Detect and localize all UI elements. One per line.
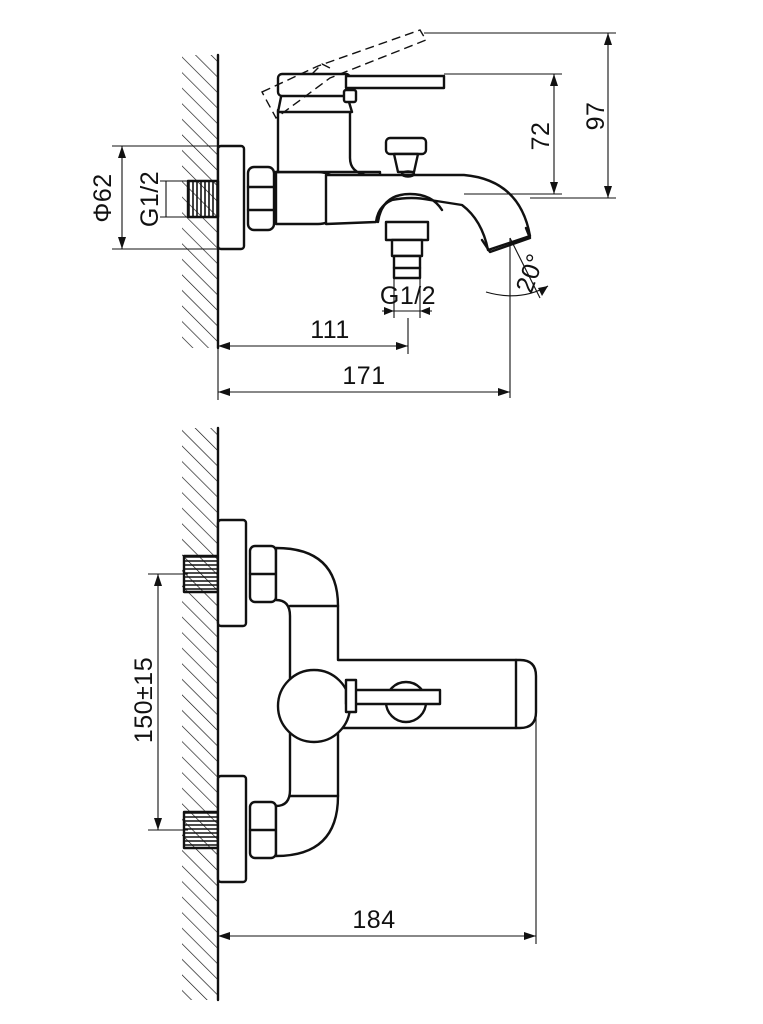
dim-depth-171-label: 171 xyxy=(342,362,385,390)
wall-hatch-bottom xyxy=(182,426,220,1002)
outlet-connector-side xyxy=(384,220,430,280)
dim-depth-111-label: 111 xyxy=(310,316,350,344)
cartridge-cap xyxy=(276,668,352,744)
diverter-knob-side xyxy=(384,136,428,178)
dim-depth-171: 171 xyxy=(218,318,511,398)
dim-height-72: 72 xyxy=(444,73,562,195)
wall-flange-top xyxy=(216,144,246,251)
lever-swing-dashed xyxy=(261,29,428,120)
dim-spacing-label: 150±15 xyxy=(130,657,158,743)
dim-length-184-label: 184 xyxy=(352,906,395,934)
front-view: 150±15 184 xyxy=(130,426,538,1002)
dim-inlet-thread-label: G1/2 xyxy=(136,171,164,227)
dim-angle-20: 20° xyxy=(485,237,550,318)
dim-height-72-label: 72 xyxy=(527,122,555,151)
lever-handle-plan xyxy=(344,678,442,714)
dim-diameter-62: Φ62 xyxy=(89,145,218,250)
dim-outlet-thread-label: G1/2 xyxy=(380,282,436,310)
dim-height-97: 97 xyxy=(424,32,616,199)
hex-nut-top xyxy=(246,165,276,232)
dim-spacing-150: 150±15 xyxy=(130,573,188,831)
dim-outlet-thread: G1/2 xyxy=(380,278,436,318)
dim-length-184: 184 xyxy=(217,712,537,1000)
lever-handle-side xyxy=(342,74,446,104)
dim-diameter-label: Φ62 xyxy=(89,173,117,222)
dim-height-97-label: 97 xyxy=(582,102,610,131)
dim-inlet-thread: G1/2 xyxy=(136,171,188,227)
inlet-thread-top xyxy=(186,179,220,219)
dim-depth-111: 111 xyxy=(217,316,409,400)
side-view: Φ62 G1/2 72 97 xyxy=(89,29,616,400)
